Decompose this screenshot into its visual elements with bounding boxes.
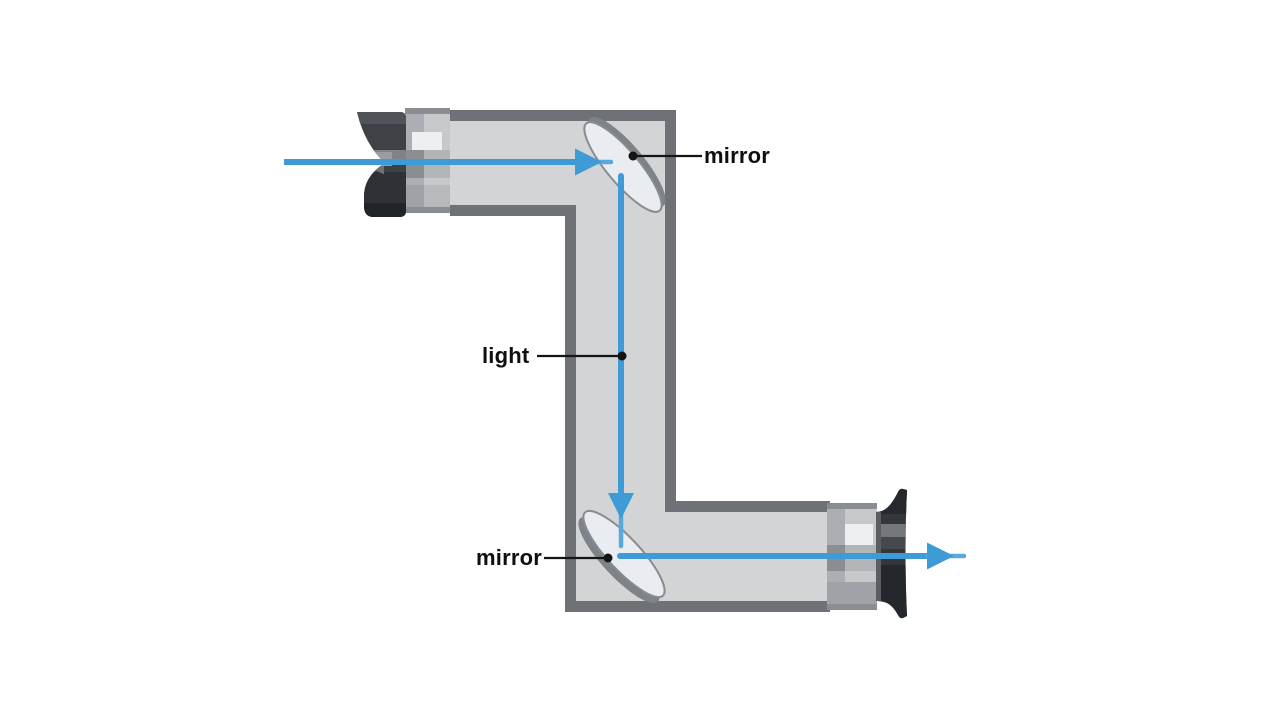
light-label: light [482, 343, 530, 368]
down-arrowhead [608, 493, 634, 519]
tube-interior [450, 121, 830, 601]
top-mirror-label: mirror [704, 143, 770, 168]
callout-leaders [537, 151, 702, 563]
entry-arrowhead [575, 148, 602, 176]
periscope-tube [450, 110, 830, 612]
light-ray [284, 148, 967, 570]
bottom-mirror-label: mirror [476, 545, 542, 570]
exit-arrowhead [927, 542, 954, 570]
light-leader-dot [617, 351, 627, 361]
bottom-mirror-leader-dot [603, 553, 613, 563]
top-eyepiece-cup [357, 112, 406, 217]
top-mirror-leader-dot [628, 151, 638, 161]
top-eyepiece [357, 108, 450, 217]
